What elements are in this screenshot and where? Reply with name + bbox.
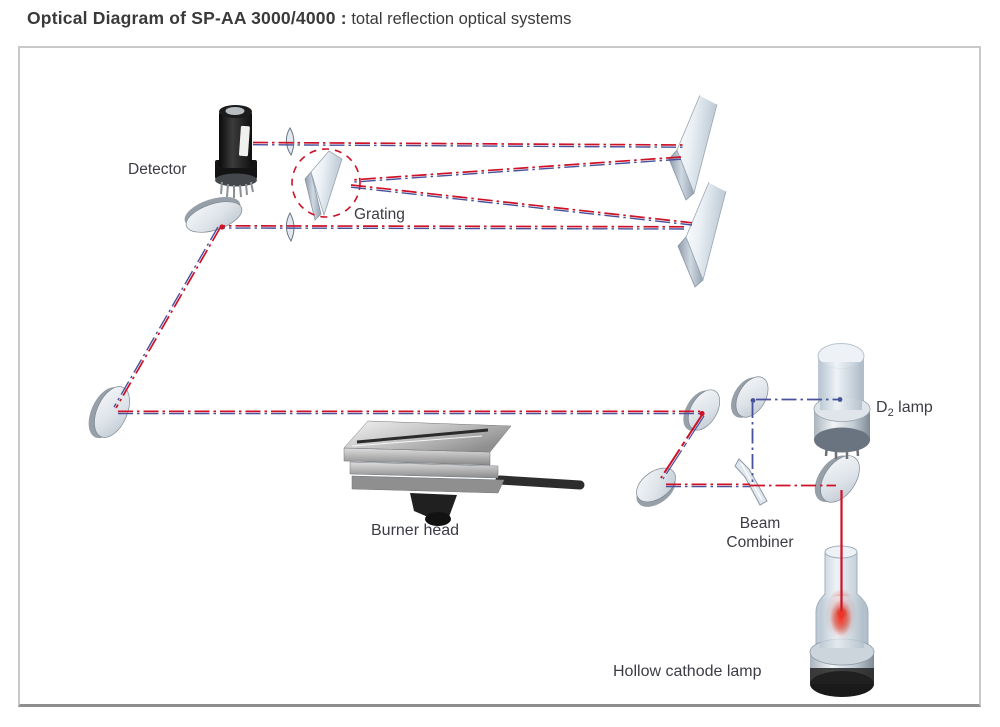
burner-head-label: Burner head [371,522,460,539]
beam-combiner-label: Beam Combiner [726,515,794,552]
mirror-hcl-path-icon [814,455,860,503]
grating-label: Grating [354,206,405,223]
hollow-cathode-lamp-label: Hollow cathode lamp [613,663,762,680]
grating-icon [304,150,343,221]
plane-mirror-bottom-right-icon [677,181,727,288]
beam-dot-d2-mirror [750,398,756,403]
beam-across-burner [118,410,700,415]
burner-head-icon [343,420,585,526]
d2-lamp-label: D2 lamp [876,399,933,420]
beam-grating-to-mirror [350,184,693,226]
d2-lamp-icon [813,343,871,459]
mirror-below-detector-icon [184,196,243,233]
beam-combined-to-combiner [666,483,750,488]
slit-bottom-icon [285,211,295,243]
detector-label: Detector [128,161,187,178]
page-title-bold: Optical Diagram of SP-AA 3000/4000 : [27,8,347,28]
plane-mirror-top-right-icon [668,94,718,201]
beam-dot-fold-mirror [219,224,225,230]
page-title-regular: total reflection optical systems [346,10,572,28]
beam-detector-to-mirror [252,141,687,148]
beam-mirror-to-fold [223,224,685,230]
beam-mirror-to-grating [350,156,682,183]
mirror-left-icon [88,386,130,439]
slit-top-icon [285,127,295,157]
mirror-sample-exit-icon [683,389,721,431]
beam-hcl-glow-dot [835,607,848,619]
grating-highlight-circle [291,148,361,218]
page-title: Optical Diagram of SP-AA 3000/4000 : tot… [27,8,571,29]
beam-dot-d2-lamp [837,397,843,402]
beam-relay-diagonal [660,414,705,480]
beam-fold-to-left-mirror [113,226,221,409]
beam-dot-sample-mirror [699,410,705,417]
detector-icon [215,105,257,198]
mirror-lower-left-icon [636,467,676,507]
beam-combiner-icon [734,458,768,506]
mirror-d2-path-icon [730,376,769,418]
